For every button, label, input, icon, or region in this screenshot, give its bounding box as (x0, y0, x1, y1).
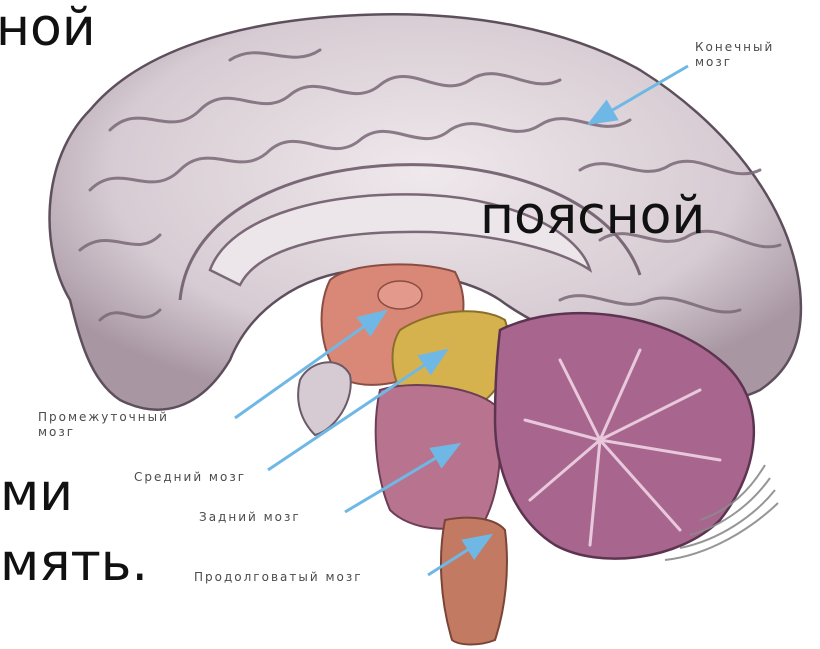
label-medulla: Продолговатый мозг (194, 570, 363, 585)
label-hindbrain: Задний мозг (199, 510, 301, 525)
label-midbrain: Средний мозг (134, 470, 246, 485)
label-telencephalon-line1: Конечный (695, 40, 774, 55)
medulla (441, 518, 507, 645)
label-telencephalon-line2: мозг (695, 55, 774, 70)
thalamus-oval (378, 281, 422, 309)
overlay-text-bottom-line2: мять. (0, 535, 148, 591)
hypothalamus (298, 362, 351, 435)
label-diencephalon-line2: мозг (38, 425, 169, 440)
label-telencephalon: Конечный мозг (695, 40, 774, 70)
label-diencephalon-line1: Промежуточный (38, 410, 169, 425)
overlay-text-cingulate: поясной (480, 188, 705, 244)
overlay-text-bottom-line1: ми (0, 465, 73, 521)
label-diencephalon: Промежуточный мозг (38, 410, 169, 440)
overlay-text-top-left: ной (0, 0, 96, 56)
